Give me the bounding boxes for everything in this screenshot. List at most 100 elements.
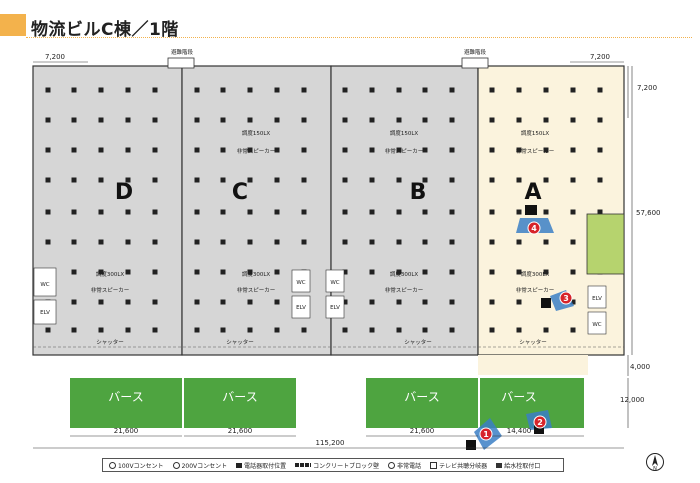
berth-3 (366, 378, 478, 428)
column-mark (369, 147, 375, 153)
column-mark (45, 117, 51, 123)
dim-berth-2: 21,600 (228, 427, 253, 435)
column-mark (570, 327, 576, 333)
column-mark (301, 239, 307, 245)
column-mark (220, 87, 226, 93)
column-mark (125, 147, 131, 153)
column-mark (274, 87, 280, 93)
column-mark (152, 239, 158, 245)
column-mark (369, 209, 375, 215)
column-mark (247, 209, 253, 215)
wc-label: WC (592, 322, 601, 328)
column-mark (342, 327, 348, 333)
column-mark (489, 147, 495, 153)
dim-total: 115,200 (316, 439, 345, 447)
column-mark (516, 87, 522, 93)
dim-berth-1: 21,600 (114, 427, 139, 435)
column-mark (152, 299, 158, 305)
column-mark (71, 209, 77, 215)
column-mark (71, 177, 77, 183)
water-tap-icon (496, 462, 503, 468)
column-mark (220, 147, 226, 153)
column-mark (45, 209, 51, 215)
column-mark (274, 299, 280, 305)
column-mark (396, 117, 402, 123)
column-mark (274, 239, 280, 245)
outlet-200v-icon (172, 461, 180, 469)
column-mark (274, 209, 280, 215)
dimension-lines (33, 61, 633, 449)
column-mark (194, 117, 200, 123)
column-mark (597, 117, 603, 123)
column-mark (449, 269, 455, 275)
column-mark (396, 239, 402, 245)
column-mark (516, 177, 522, 183)
column-mark (489, 87, 495, 93)
core-right (587, 285, 607, 335)
column-mark (98, 299, 104, 305)
column-grid (45, 87, 603, 333)
column-mark (71, 117, 77, 123)
phone-mount-icon (236, 462, 243, 468)
column-mark (301, 177, 307, 183)
column-mark (152, 117, 158, 123)
speaker-label: 非常スピーカー (516, 286, 555, 294)
elevator-room-a (586, 213, 625, 275)
elv-label: ELV (296, 305, 306, 311)
column-mark (220, 239, 226, 245)
dim-depth: 57,600 (636, 209, 661, 217)
column-mark (71, 239, 77, 245)
column-mark (449, 177, 455, 183)
column-mark (274, 147, 280, 153)
column-mark (45, 177, 51, 183)
column-mark (45, 147, 51, 153)
wc-label: WC (40, 282, 49, 288)
marker-3 (559, 291, 573, 305)
north-label: N (653, 466, 657, 472)
dim-right-bay: 7,200 (590, 53, 610, 61)
berth-1 (70, 378, 182, 428)
column-mark (516, 209, 522, 215)
marker-4 (527, 221, 541, 235)
column-mark (449, 147, 455, 153)
shutter-label: シャッター (519, 338, 547, 346)
stair-notch-right (461, 57, 489, 69)
column-mark (449, 327, 455, 333)
column-mark (422, 269, 428, 275)
berth-2 (184, 378, 296, 428)
column-mark (369, 87, 375, 93)
column-mark (489, 209, 495, 215)
speaker-label: 非常スピーカー (237, 147, 276, 155)
column-mark (449, 87, 455, 93)
north-arrow-icon: N (646, 453, 664, 472)
column-mark (396, 177, 402, 183)
camera-icon (534, 424, 544, 434)
column-mark (247, 239, 253, 245)
column-mark (45, 239, 51, 245)
wc-label: WC (330, 280, 339, 286)
column-mark (98, 269, 104, 275)
core-left (33, 267, 57, 325)
column-mark (71, 299, 77, 305)
lux-label: 調度300LX (242, 270, 271, 278)
berth-label: バース (108, 390, 143, 404)
column-mark (543, 239, 549, 245)
column-mark (342, 239, 348, 245)
legend-label: 給水栓取付口 (504, 462, 541, 470)
camera-icon (541, 298, 551, 308)
column-mark (194, 327, 200, 333)
column-mark (422, 239, 428, 245)
column-mark (396, 147, 402, 153)
speaker-label: 非常スピーカー (516, 147, 555, 155)
column-mark (449, 239, 455, 245)
column-mark (45, 87, 51, 93)
column-mark (543, 209, 549, 215)
column-mark (516, 239, 522, 245)
column-mark (220, 209, 226, 215)
shutter-label: シャッター (404, 338, 432, 346)
lux-label: 調度300LX (96, 270, 125, 278)
column-mark (369, 327, 375, 333)
column-mark (369, 239, 375, 245)
marker-4-label: 4 (531, 224, 537, 233)
